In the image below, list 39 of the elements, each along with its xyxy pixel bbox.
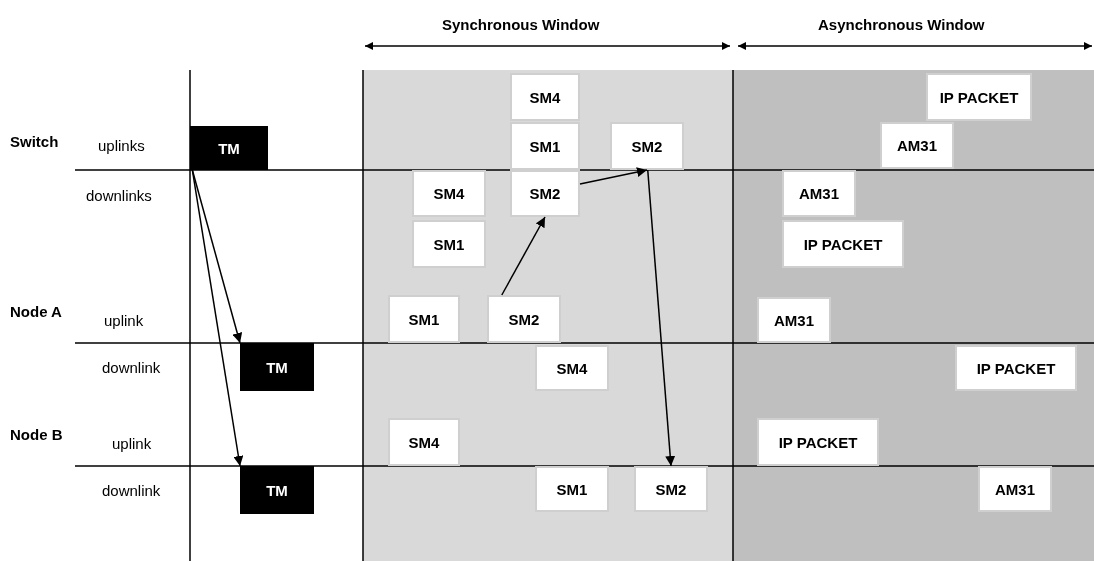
message-box: SM2 — [634, 466, 708, 512]
row-label: uplink — [112, 435, 152, 452]
device-label: Switch — [10, 133, 59, 150]
row-label: downlinks — [86, 187, 152, 204]
message-box: SM2 — [510, 170, 580, 217]
row-label: uplinks — [98, 137, 145, 154]
device-label: Node A — [10, 303, 62, 320]
arrow — [501, 216, 546, 296]
arrow — [191, 169, 243, 344]
message-box: AM31 — [782, 170, 856, 217]
message-box: SM1 — [535, 466, 609, 512]
arrow — [191, 169, 244, 467]
message-box: AM31 — [880, 122, 954, 169]
arrow — [647, 169, 676, 467]
message-box: IP PACKET — [955, 345, 1077, 391]
window-label: Asynchronous Window — [818, 16, 985, 33]
row-label: downlink — [102, 482, 161, 499]
device-label: Node B — [10, 426, 63, 443]
arrow — [579, 167, 648, 185]
window-label: Synchronous Window — [442, 16, 600, 33]
message-box: SM4 — [535, 345, 609, 391]
message-box: AM31 — [978, 466, 1052, 512]
message-box: SM2 — [487, 295, 561, 343]
row-label: downlink — [102, 359, 161, 376]
trigger-message-box: TM — [240, 466, 314, 514]
trigger-message-box: TM — [190, 126, 268, 170]
message-box: SM1 — [388, 295, 460, 343]
message-box: SM2 — [610, 122, 684, 170]
message-box: AM31 — [757, 297, 831, 343]
message-box: IP PACKET — [926, 73, 1032, 121]
trigger-message-box: TM — [240, 343, 314, 391]
message-box: SM1 — [510, 122, 580, 170]
message-box: SM4 — [412, 170, 486, 217]
message-box: SM1 — [412, 220, 486, 268]
message-box: SM4 — [388, 418, 460, 466]
message-box: IP PACKET — [757, 418, 879, 466]
row-label: uplink — [104, 312, 144, 329]
message-box: SM4 — [510, 73, 580, 121]
message-box: IP PACKET — [782, 220, 904, 268]
